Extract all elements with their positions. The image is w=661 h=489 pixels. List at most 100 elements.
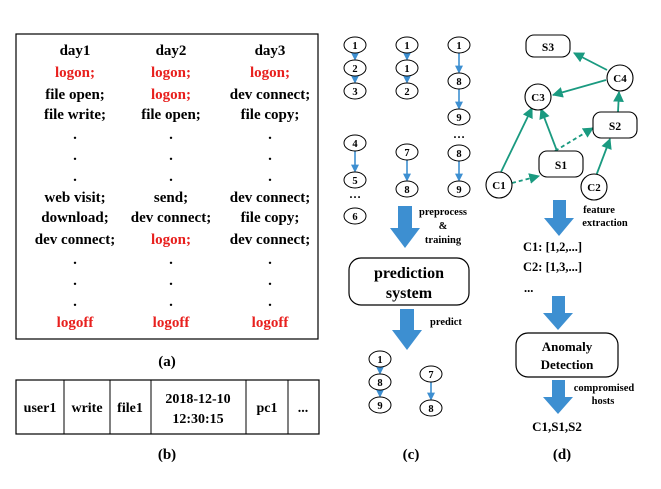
log-event: logoff <box>153 315 191 331</box>
field-user: user1 <box>24 401 57 416</box>
seq5-node-label: 8 <box>456 149 461 160</box>
seq5-node <box>447 144 471 162</box>
log-event: . <box>169 148 173 164</box>
predicted-seq1-node <box>368 350 392 368</box>
log-record-frame <box>15 379 320 435</box>
preprocess-label-amp: & <box>439 221 448 232</box>
edge-c2-s2 <box>595 137 612 177</box>
prediction-system-label: prediction <box>374 265 444 282</box>
prediction-system-label-2: system <box>386 285 433 302</box>
node-s3-label: S3 <box>542 42 554 54</box>
seq3-node-label: 1 <box>404 64 409 75</box>
seq5-node <box>447 108 471 126</box>
predicted-seq1-node-label: 8 <box>377 378 382 389</box>
log-event: . <box>169 273 173 289</box>
to-detector-arrow <box>543 296 573 330</box>
seq5-node-label: 9 <box>456 113 461 124</box>
caption-d: (d) <box>553 447 571 463</box>
node-s3 <box>525 34 571 58</box>
edge-s1-c3 <box>539 107 558 152</box>
node-c3 <box>524 83 552 111</box>
feature-vector-more: ... <box>524 281 533 295</box>
node-c2 <box>580 173 608 201</box>
predicted-seq1-node-label: 9 <box>377 401 382 412</box>
predicted-seq2-node <box>419 399 443 417</box>
seq5-node <box>447 72 471 90</box>
panel-b: user1 write file1 2018-12-10 12:30:15 pc… <box>15 379 320 463</box>
seq1-node <box>343 82 367 100</box>
prediction-system-box <box>348 257 470 306</box>
hosts-label: hosts <box>592 396 615 407</box>
predicted-seq2-node-label: 8 <box>428 404 433 415</box>
log-event: . <box>268 169 272 185</box>
log-event: logon; <box>151 87 191 103</box>
log-event: . <box>73 294 77 310</box>
log-event: logon; <box>250 65 290 81</box>
edge-c4-s3 <box>573 52 608 71</box>
log-event: download; <box>41 210 109 226</box>
field-object: file1 <box>117 401 143 416</box>
predicted-seq1-node <box>368 373 392 391</box>
feature-vector-c2: C2: [1,3,...] <box>523 260 582 274</box>
seq4-node-label: 7 <box>404 148 409 159</box>
field-time: 12:30:15 <box>172 412 223 427</box>
field-more: ... <box>298 401 309 416</box>
training-label: training <box>425 235 462 246</box>
preprocess-arrow <box>390 206 420 248</box>
log-event: . <box>268 273 272 289</box>
log-event: file copy; <box>241 107 300 123</box>
node-s1-label: S1 <box>555 160 567 172</box>
log-event: . <box>169 127 173 143</box>
predicted-seq2-node-label: 7 <box>428 370 433 381</box>
node-s2 <box>592 111 638 139</box>
day-header: day2 <box>156 43 187 59</box>
edge-s1-s2 <box>554 127 594 152</box>
feature-label: feature <box>583 205 615 216</box>
seq3-node <box>395 59 419 77</box>
compromised-label: compromised <box>574 383 635 394</box>
log-event: logon; <box>151 232 191 248</box>
node-c1 <box>485 171 513 199</box>
seq4-node-label: 8 <box>404 185 409 196</box>
caption-b: (b) <box>158 447 176 463</box>
seq2-node <box>343 134 367 152</box>
feature-extraction-arrow <box>544 200 574 236</box>
preprocess-label: preprocess <box>419 207 467 218</box>
log-event: web visit; <box>44 190 105 206</box>
field-host: pc1 <box>257 401 278 416</box>
predicted-seq2-node <box>419 365 443 383</box>
log-event: send; <box>154 190 188 206</box>
seq2-node-label: 5 <box>352 176 357 187</box>
feature-vector-c1: C1: [1,2,...] <box>523 240 582 254</box>
seq2-node <box>343 171 367 189</box>
log-days-frame <box>15 33 319 340</box>
sequence-ellipsis: … <box>453 127 465 141</box>
edge-c1-s1 <box>511 173 541 184</box>
seq3-node-label: 1 <box>404 41 409 52</box>
log-event: file open; <box>45 87 105 103</box>
caption-c: (c) <box>403 447 420 463</box>
node-c2-label: C2 <box>587 182 601 194</box>
log-event: . <box>268 148 272 164</box>
seq2-node-label: 6 <box>352 212 357 223</box>
compromised-arrow <box>543 380 573 414</box>
log-event: . <box>73 127 77 143</box>
log-event: dev connect; <box>230 190 310 206</box>
extraction-label: extraction <box>582 218 628 229</box>
node-c1-label: C1 <box>492 180 505 192</box>
log-event: . <box>169 169 173 185</box>
seq1-node-label: 1 <box>352 41 357 52</box>
node-c4 <box>606 64 634 92</box>
log-event: . <box>169 294 173 310</box>
anomaly-detection-box <box>515 332 619 378</box>
seq5-node-label: 1 <box>456 41 461 52</box>
seq2-node-label: 4 <box>352 139 358 150</box>
log-event: dev connect; <box>230 87 310 103</box>
field-action: write <box>71 401 102 416</box>
predicted-seq1-node <box>368 396 392 414</box>
seq5-node-label: 8 <box>456 77 461 88</box>
log-event: dev connect; <box>35 232 115 248</box>
log-event: file write; <box>44 107 106 123</box>
